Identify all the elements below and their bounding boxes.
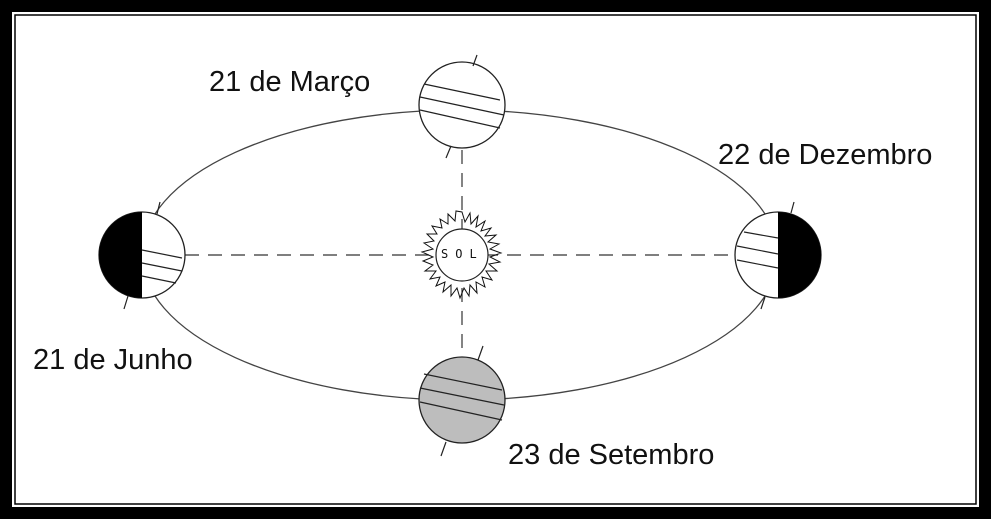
earth-march: [418, 54, 506, 159]
earth-december: [734, 201, 822, 310]
label-december: 22 de Dezembro: [718, 139, 933, 171]
label-march: 21 de Março: [209, 66, 371, 98]
sun-label: SOL: [441, 247, 484, 261]
label-september: 23 de Setembro: [508, 439, 715, 471]
sun: [420, 210, 503, 300]
label-june: 21 de Junho: [33, 344, 193, 376]
inner-frame-border: [14, 14, 977, 505]
earth-june: [98, 201, 186, 310]
earth-september: [418, 345, 506, 457]
